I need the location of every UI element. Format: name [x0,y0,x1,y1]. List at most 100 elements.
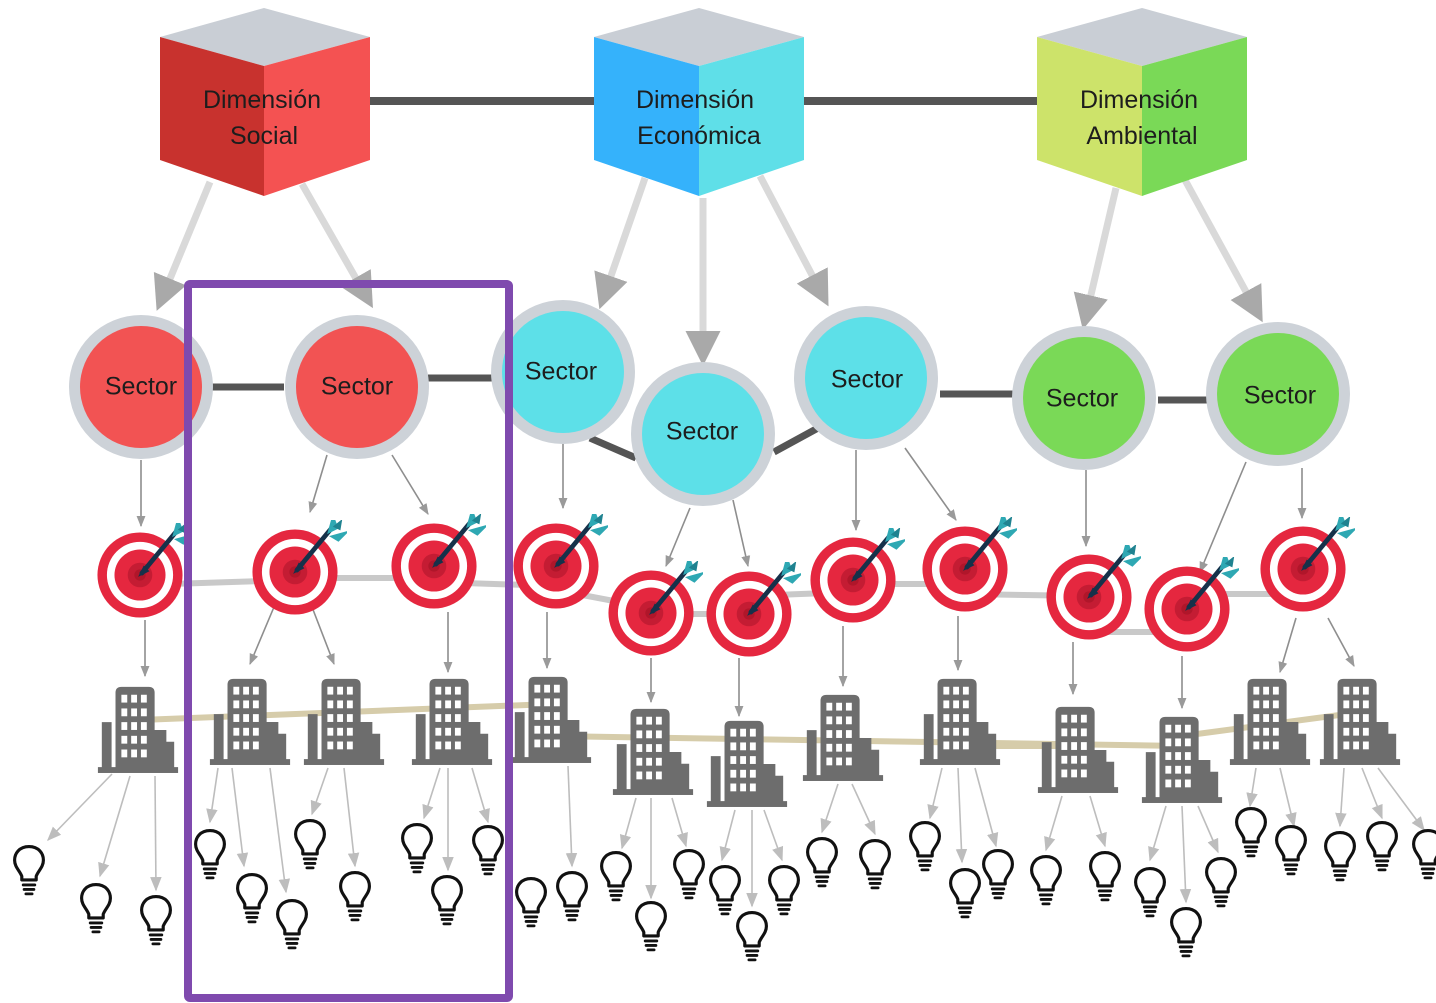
building-to-idea-arrow [46,773,113,842]
sector-fill [80,326,202,448]
building-to-idea-arrow [974,767,999,848]
lightbulb-icon [471,824,505,877]
lightbulb-icon [599,850,633,903]
lightbulb-icon [293,818,327,871]
cube-top-face [160,8,370,66]
target-icon [1046,538,1143,639]
dimension-social-line2: Social [230,122,298,150]
lightbulb-icon [275,898,309,951]
dimension-cube-economica[interactable]: Dimensión Económica [594,8,804,196]
lightbulb-icon [1365,820,1399,873]
lightbulb-icon [235,872,269,925]
building-icon [612,708,694,795]
target-icon [252,513,349,614]
dimension-to-sector-arrow [153,180,214,311]
dimension-to-sector-arrow [1073,187,1120,330]
lightbulb-icon [1323,830,1357,883]
lightbulb-icon [430,874,464,927]
dimension-ambiental-line2: Ambiental [1086,122,1197,150]
building-icon [706,720,788,807]
sector-node[interactable]: Sector [794,306,938,450]
building-to-idea-arrow [1246,767,1258,808]
target-icon [391,507,488,608]
dimension-cube-ambiental[interactable]: Dimensión Ambiental [1037,8,1247,196]
sector-label: Sector [666,418,738,446]
sector-to-target-arrow [1199,461,1247,574]
sector-label: Sector [321,373,393,401]
building-to-idea-arrow [955,767,968,864]
building-to-idea-arrow [927,767,943,820]
building-to-idea-arrow [1279,767,1297,828]
building-to-idea-arrow [1361,767,1383,820]
sector-fill [1217,333,1339,455]
diagram-nodes [12,507,1436,963]
lightbulb-icon [12,844,46,897]
sector-link [588,434,638,462]
building-icon [919,678,1001,765]
sector-to-target-arrow [732,499,751,568]
cube-right-face [264,37,370,196]
building-to-idea-arrow [565,765,578,868]
building-icon [97,686,179,773]
dimension-economica-line2: Económica [637,122,761,150]
lightbulb-icon [1411,828,1436,881]
sector-label: Sector [1244,382,1316,410]
building-to-idea-arrow [269,767,291,894]
sector-fill [296,326,418,448]
target-icon [513,507,610,608]
building-to-idea-arrow [851,783,876,836]
building-to-idea-arrow [763,809,784,862]
target-icon [706,555,803,656]
target-icon [1144,550,1241,651]
building-to-idea-arrow [1377,767,1425,832]
sector-to-target-arrow [308,454,328,514]
lightbulb-icon [908,820,942,873]
sector-node[interactable]: Sector [631,362,775,506]
lightbulb-icon [735,910,769,963]
lightbulb-icon [981,848,1015,901]
lightbulb-icon [1133,866,1167,919]
target-to-building-arrow [1278,617,1297,674]
building-icon [802,694,884,781]
sector-label: Sector [831,366,903,394]
building-icon [411,678,493,765]
building-icon [209,678,291,765]
sector-label: Sector [105,373,177,401]
target-icon [810,521,907,622]
lightbulb-icon [948,867,982,920]
sector-node[interactable]: Sector [1206,322,1350,466]
sector-link [772,424,820,456]
dimension-to-sector-arrow [756,174,829,307]
target-to-building-arrow [311,606,335,666]
sector-label: Sector [1046,385,1118,413]
lightbulb-icon [1029,854,1063,907]
sector-node[interactable]: Sector [69,315,213,459]
lightbulb-icon [1234,806,1268,859]
building-to-idea-arrow [719,809,736,862]
dimension-cube-social[interactable]: Dimensión Social [160,8,370,196]
dimension-social-line1: Dimensión [203,86,321,114]
building-to-idea-arrow [150,775,162,892]
cube-left-face [160,37,264,196]
building-to-idea-arrow [1179,805,1192,904]
building-to-idea-arrow [231,767,249,868]
sector-nodes: Sector Sector Sector Sector Sector Secto… [69,300,1350,506]
sector-fill [805,317,927,439]
cube-right-face [699,37,804,196]
sector-node[interactable]: Sector [491,300,635,444]
target-icon [1260,510,1357,611]
dimension-to-sector-arrow [298,182,373,309]
target-icon [608,554,705,655]
dimension-economica-line1: Dimensión [636,86,754,114]
sector-node[interactable]: Sector [285,315,429,459]
lightbulb-icon [1088,850,1122,903]
building-icon [510,676,592,763]
lightbulb-icon [400,822,434,875]
sector-node[interactable]: Sector [1012,326,1156,470]
dimension-ambiental-line1: Dimensión [1080,86,1198,114]
sector-to-target-arrow [665,507,691,568]
dimension-cubes: Dimensión Social Dimensión Económica Dim… [160,8,1247,196]
lightbulb-icon [767,864,801,917]
sector-to-target-arrow [904,447,957,521]
